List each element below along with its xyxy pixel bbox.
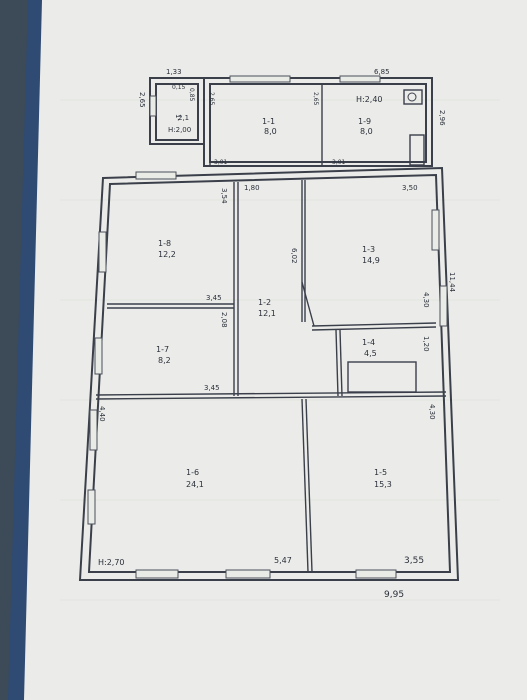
room-1-1-area: 8,0 bbox=[264, 127, 277, 136]
room-1-6-number: 1-6 bbox=[186, 468, 199, 477]
dim-120: 1,20 bbox=[422, 336, 430, 352]
room-1-9-area: 8,0 bbox=[360, 127, 373, 136]
room-1-6-area: 24,1 bbox=[186, 480, 204, 489]
dim-430b: 4,30 bbox=[428, 404, 436, 420]
dim-top-3: 2,96 bbox=[438, 110, 446, 126]
dim-355: 3,55 bbox=[404, 556, 424, 566]
room-1-8-area: 12,2 bbox=[158, 250, 176, 259]
dim-top-1: 1,33 bbox=[166, 68, 182, 76]
dim-top-6: 0,85 bbox=[188, 88, 195, 102]
room-1-5-area: 15,3 bbox=[374, 480, 392, 489]
dim-top-bottom-b: 3,01 bbox=[332, 159, 346, 166]
room-1-3-area: 14,9 bbox=[362, 256, 380, 265]
dim-995: 9,95 bbox=[384, 590, 404, 600]
main-block-walls bbox=[78, 166, 460, 581]
room-1-1-number: 1-1 bbox=[262, 117, 275, 126]
top-block-walls bbox=[149, 75, 433, 167]
room-1-2-area: 12,1 bbox=[258, 309, 276, 318]
dim-547: 5,47 bbox=[274, 556, 292, 565]
room-1-4-area: 4,5 bbox=[364, 349, 377, 358]
dim-top-2: 6,85 bbox=[374, 68, 390, 76]
room-1-8-number: 1-8 bbox=[158, 239, 171, 248]
dim-430a: 4,30 bbox=[422, 292, 430, 308]
dim-top-7: 2,65 bbox=[208, 92, 215, 106]
dim-top-8: 2,65 bbox=[312, 92, 319, 106]
dim-345b: 3,45 bbox=[204, 384, 220, 392]
dim-top-bottom-a: 3,01 bbox=[214, 159, 228, 166]
dim-602: 6,02 bbox=[290, 248, 298, 264]
paper-shadow bbox=[8, 0, 42, 700]
dim-354: 3,54 bbox=[220, 188, 228, 204]
dim-top-4: 2,65 bbox=[138, 92, 146, 108]
porch-height: H:2,00 bbox=[168, 126, 191, 134]
room-1-7-area: 8,2 bbox=[158, 356, 171, 365]
dim-440: 4,40 bbox=[98, 406, 106, 422]
porch-number: 1- bbox=[174, 114, 182, 121]
room-1-4-number: 1-4 bbox=[362, 338, 375, 347]
dim-345a: 3,45 bbox=[206, 294, 222, 302]
paper-grid bbox=[60, 99, 500, 601]
dim-180: 1,80 bbox=[244, 184, 260, 192]
room-1-9-number: 1-9 bbox=[358, 117, 371, 126]
room-1-2-number: 1-2 bbox=[258, 298, 271, 307]
main-height: H:2,70 bbox=[98, 558, 125, 567]
room-1-9-height: H:2,40 bbox=[356, 95, 383, 104]
room-1-7-number: 1-7 bbox=[156, 345, 169, 354]
dim-208: 2,08 bbox=[220, 312, 228, 328]
dim-350: 3,50 bbox=[402, 184, 418, 192]
dim-top-5: 0,15 bbox=[172, 84, 186, 91]
room-1-5-number: 1-5 bbox=[374, 468, 387, 477]
dim-1144: 11,44 bbox=[448, 272, 456, 293]
room-1-3-number: 1-3 bbox=[362, 245, 375, 254]
porch-area: 2,1 bbox=[178, 114, 189, 122]
